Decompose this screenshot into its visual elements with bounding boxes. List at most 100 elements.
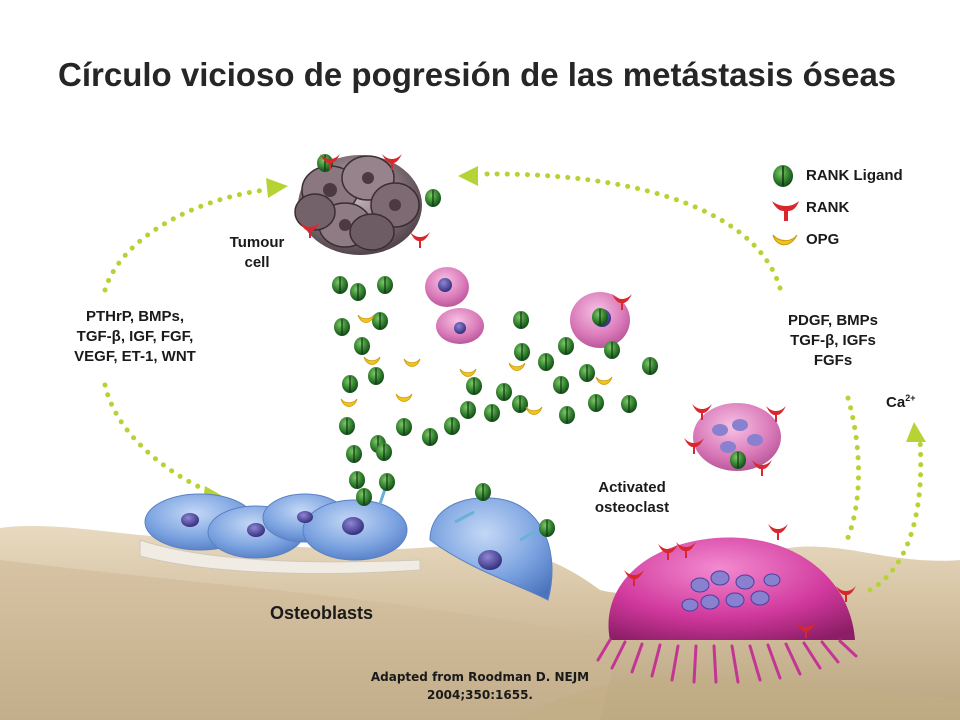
rank-ligand-molecule — [376, 443, 392, 461]
rank-receptor-molecule — [320, 154, 340, 170]
rank-ligand-molecule — [496, 383, 512, 401]
activated-osteoclast — [596, 537, 858, 684]
rank-receptor-icon — [772, 201, 799, 221]
rank-ligand-molecule — [425, 189, 441, 207]
rank-ligand-molecule — [379, 473, 395, 491]
calcium-label: Ca2+ — [886, 388, 936, 413]
opg-molecule — [595, 376, 613, 385]
rank-ligand-molecules — [317, 154, 746, 537]
legend-rank-ligand: RANK Ligand — [770, 163, 950, 189]
opg-molecule — [403, 358, 421, 367]
tumour-cell-cluster — [294, 155, 422, 255]
left-factors-line3: VEGF, ET-1, WNT — [74, 348, 196, 365]
calcium-text: Ca — [886, 394, 906, 411]
rank-ligand-molecule — [604, 341, 620, 359]
pink-cells — [425, 267, 781, 471]
legend-label: RANK — [806, 199, 850, 216]
left-factors-line1: PTHrP, BMPs, — [85, 308, 185, 325]
opg-icon — [772, 234, 798, 246]
rank-receptor-molecule — [766, 406, 786, 422]
rank-receptor-molecule — [624, 570, 644, 586]
feedback-arrows — [102, 171, 924, 593]
rank-ligand-molecule — [484, 404, 500, 422]
rank-ligand-molecule — [553, 376, 569, 394]
legend-opg: OPG — [770, 227, 950, 253]
rank-ligand-molecule — [559, 406, 575, 424]
opg-molecule — [340, 398, 358, 407]
rank-ligand-molecule — [460, 401, 476, 419]
legend-rank: RANK — [770, 195, 950, 221]
rank-ligand-molecule — [621, 395, 637, 413]
rank-ligand-molecule — [356, 488, 372, 506]
rank-ligand-molecule — [368, 367, 384, 385]
arrow-left-upper — [102, 187, 268, 293]
rank-ligand-molecule — [730, 451, 746, 469]
opg-molecule — [508, 362, 526, 371]
activated-osteoclast-line1: Activated — [598, 479, 666, 496]
rank-receptor-molecule — [410, 232, 430, 248]
legend-label: OPG — [806, 231, 840, 248]
rank-ligand-molecule — [444, 417, 460, 435]
opg-molecule — [395, 393, 413, 402]
osteoblasts-label: Osteoblasts — [270, 603, 374, 623]
rank-ligand-molecule — [339, 417, 355, 435]
rank-ligand-molecule — [422, 428, 438, 446]
rank-ligand-molecule — [346, 445, 362, 463]
opg-molecule — [363, 356, 381, 365]
rank-ligand-molecule — [334, 318, 350, 336]
activated-osteoclast-line2: osteoclast — [594, 499, 670, 516]
rank-ligand-molecule — [538, 353, 554, 371]
left-factors-label: PTHrP, BMPs, TGF-β, IGF, FGF, VEGF, ET-1… — [45, 307, 225, 367]
rank-receptor-molecule — [300, 222, 320, 238]
opg-molecule — [525, 406, 543, 415]
slide-title: Círculo vicioso de pogresión de las metá… — [58, 56, 897, 93]
arrow-right-upper — [477, 171, 783, 291]
rank-ligand-molecule — [372, 312, 388, 330]
tumour-cell-label-line1: Tumour — [229, 234, 285, 251]
rank-receptor-molecule — [676, 542, 696, 558]
legend-label: RANK Ligand — [806, 167, 903, 184]
arrow-left-lower — [102, 382, 213, 495]
rank-ligand-molecule — [466, 377, 482, 395]
rank-ligand-molecule — [592, 308, 608, 326]
rank-receptor-molecule — [796, 622, 816, 638]
rank-ligand-molecule — [349, 471, 365, 489]
right-factors-line2: TGF-β, IGFs — [790, 332, 876, 349]
arrowhead-tumour-right — [458, 166, 478, 186]
right-factors-label: PDGF, BMPs TGF-β, IGFs FGFs — [758, 311, 908, 371]
activated-osteoclast-label: Activated osteoclast — [572, 478, 692, 518]
rank-ligand-molecule — [539, 519, 555, 537]
arrowhead-tumour-left — [266, 178, 288, 198]
tumour-cell-label-line2: cell — [244, 254, 270, 271]
rank-receptor-molecule — [382, 154, 402, 170]
rank-ligand-molecule — [558, 337, 574, 355]
rank-receptor-molecule — [612, 294, 632, 310]
rank-receptor-molecule — [658, 544, 678, 560]
rank-ligand-molecule — [514, 343, 530, 361]
osteoblasts — [144, 493, 553, 601]
rank-ligand-molecule — [350, 283, 366, 301]
rank-receptor-molecule — [836, 586, 856, 602]
rank-receptor-molecule — [768, 524, 788, 540]
rank-ligand-molecule — [396, 418, 412, 436]
caption-line2: 2004;350:1655. — [426, 688, 533, 702]
rank-ligand-molecule — [513, 311, 529, 329]
rank-ligand-molecule — [342, 375, 358, 393]
opg-molecule — [459, 368, 477, 377]
rank-receptor-molecule — [684, 438, 704, 454]
arrow-right-lower — [842, 395, 861, 548]
arrowhead-ca — [906, 422, 926, 442]
rank-ligand-molecule — [642, 357, 658, 375]
rank-ligand-molecule — [354, 337, 370, 355]
rank-ligand-molecule — [475, 483, 491, 501]
caption-line1: Adapted from Roodman D. NEJM — [370, 670, 590, 684]
left-factors-line2: TGF-β, IGF, FGF, — [76, 328, 194, 345]
rank-ligand-molecule — [579, 364, 595, 382]
rank-ligand-icon — [773, 165, 793, 187]
opg-molecule — [357, 314, 375, 323]
rank-ligand-molecule — [332, 276, 348, 294]
tumour-cell-label: Tumour cell — [222, 233, 292, 273]
rank-ligand-molecule — [588, 394, 604, 412]
